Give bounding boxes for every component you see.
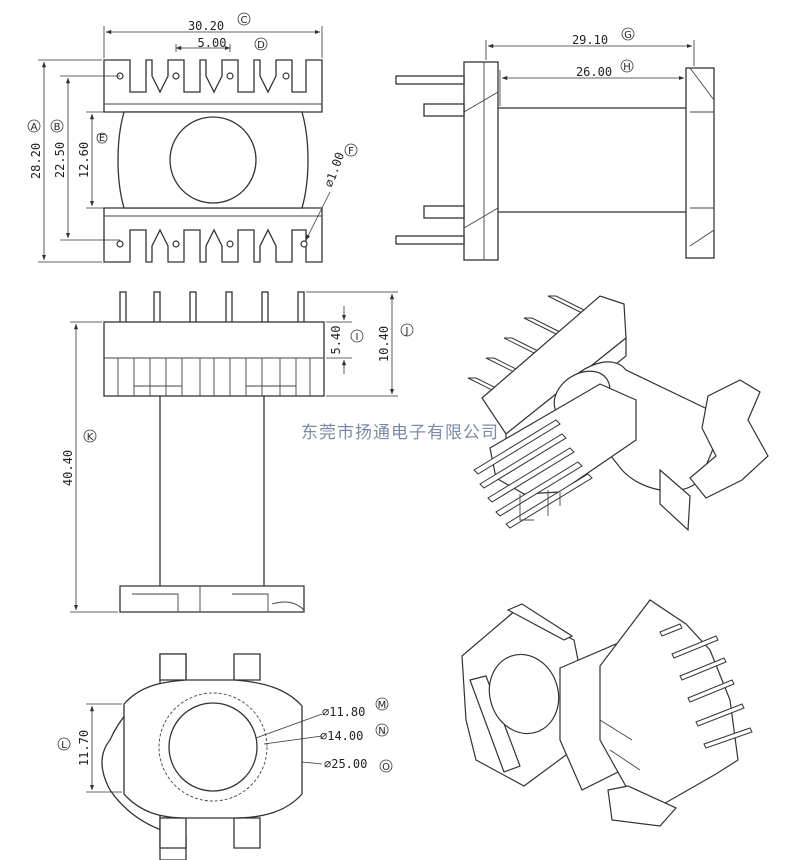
label-i: I <box>356 332 359 343</box>
top-flange <box>103 59 323 113</box>
label-b: B <box>54 122 61 133</box>
side-view: 29.10 G 26.00 H <box>395 27 715 261</box>
dim-c-value: 30.20 <box>188 19 224 33</box>
dim-d-value: 5.00 <box>198 36 227 50</box>
iso2-pins <box>659 623 753 749</box>
pin-holes <box>116 72 308 248</box>
dashed-circle-n <box>158 692 268 802</box>
isometric-view-upper <box>467 295 769 532</box>
label-c-circle <box>237 12 251 26</box>
label-d-circle <box>254 37 268 51</box>
core-hole-end <box>168 702 258 792</box>
end-view: 11.70 L ⌀11.80 M ⌀14.00 N ⌀25.00 O <box>57 653 393 860</box>
dim-a-value: 28.20 <box>29 143 43 179</box>
core-hole <box>169 116 257 204</box>
right-flange-side <box>685 67 715 259</box>
pins-side <box>395 75 465 245</box>
dim-b-value: 22.50 <box>53 142 67 178</box>
label-n: N <box>378 726 385 737</box>
top-view: 30.20 C 5.00 D 28.20 A 22.50 B 12.60 E ⌀… <box>27 12 358 263</box>
dim-i-value: 5.40 <box>329 326 343 355</box>
company-watermark: 东莞市扬通电子有限公司 <box>301 423 499 443</box>
label-e: E <box>99 133 105 144</box>
iso-side-flange <box>689 379 769 499</box>
label-c: C <box>241 15 248 26</box>
dim-e-value: 12.60 <box>77 142 91 178</box>
iso-top-flange <box>481 295 627 435</box>
dim-l-value: 11.70 <box>77 730 91 766</box>
dim-m-value: ⌀11.80 <box>322 705 365 719</box>
label-j: J <box>405 326 409 337</box>
front-flange-slots <box>117 358 311 396</box>
isometric-view-lower <box>461 599 753 827</box>
front-bottom-flange <box>119 585 305 613</box>
label-l: L <box>61 740 67 751</box>
bottom-flange <box>103 207 323 263</box>
dim-k-value: 40.40 <box>61 450 75 486</box>
label-m: M <box>378 700 387 711</box>
dim-h-value: 26.00 <box>576 65 612 79</box>
left-flange-side <box>463 61 499 261</box>
label-h: H <box>623 62 631 73</box>
dim-o-value: ⌀25.00 <box>324 757 367 771</box>
front-view: 40.40 K 5.40 I 10.40 J <box>61 291 414 613</box>
label-k: K <box>87 432 94 443</box>
dim-n-value: ⌀14.00 <box>320 729 363 743</box>
label-g: G <box>624 30 632 41</box>
iso2-flange-far <box>599 599 739 807</box>
dim-j-value: 10.40 <box>377 326 391 362</box>
label-o: O <box>382 762 390 773</box>
label-a: A <box>31 122 38 133</box>
iso-bottom-pins <box>473 419 593 529</box>
label-d: D <box>257 40 265 51</box>
label-f: F <box>348 146 354 157</box>
dim-g-value: 29.10 <box>572 33 608 47</box>
dim-f-value: ⌀1.00 <box>322 150 348 189</box>
